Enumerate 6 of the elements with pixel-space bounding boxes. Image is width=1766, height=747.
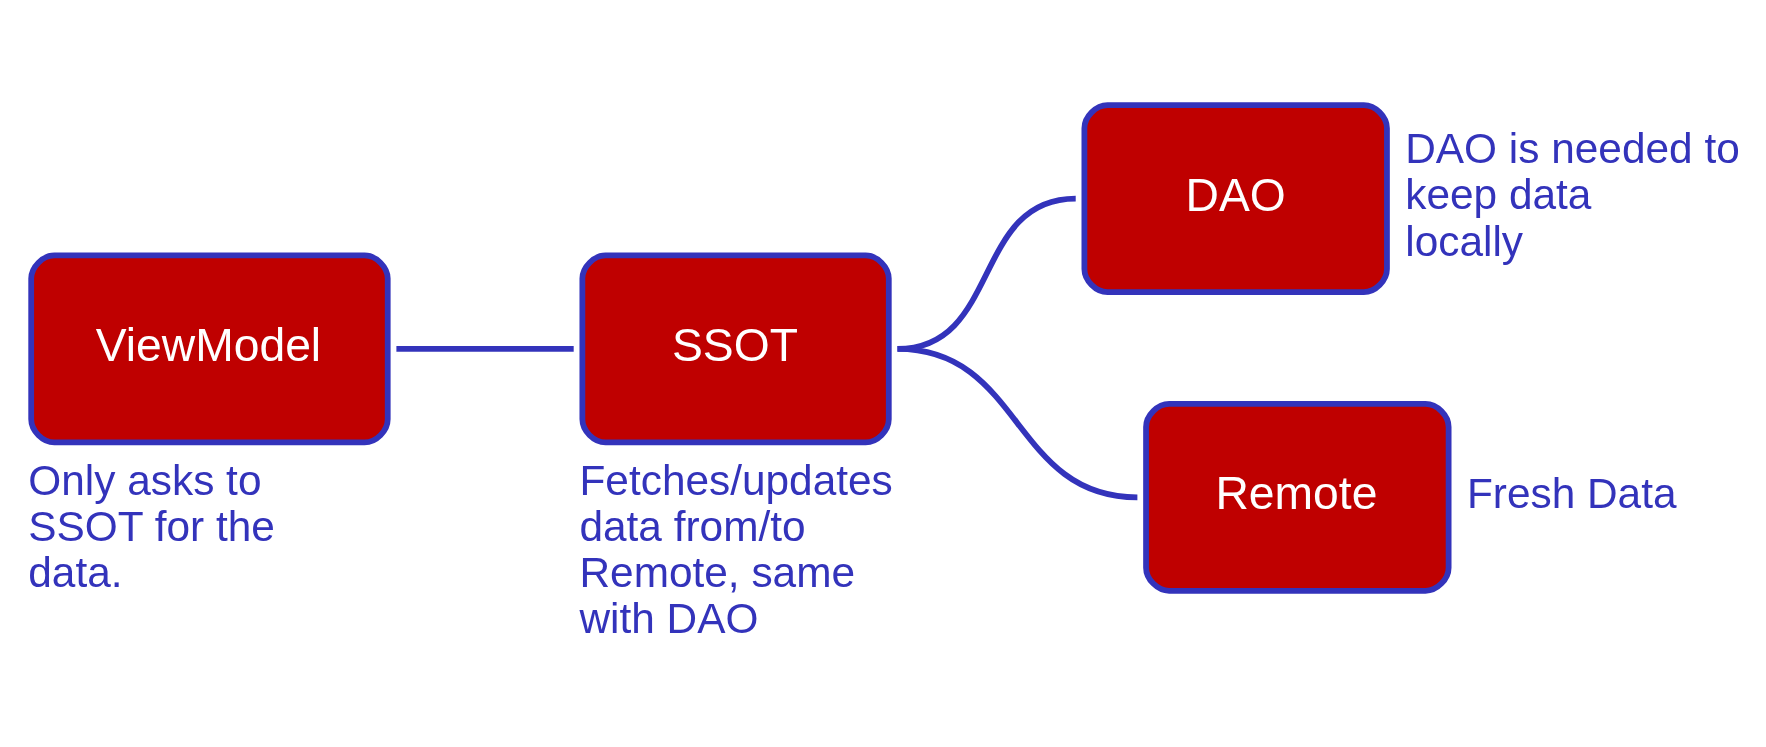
connector xyxy=(897,345,1138,500)
node-label: DAO is needed to keep data locally xyxy=(1405,124,1740,265)
connector xyxy=(396,345,574,352)
node-label: Fetches/updates data from/to Remote, same with DAO xyxy=(579,456,893,642)
node-label: Only asks to SSOT for the data. xyxy=(28,456,275,596)
node-label: Fresh Data xyxy=(1466,469,1677,517)
